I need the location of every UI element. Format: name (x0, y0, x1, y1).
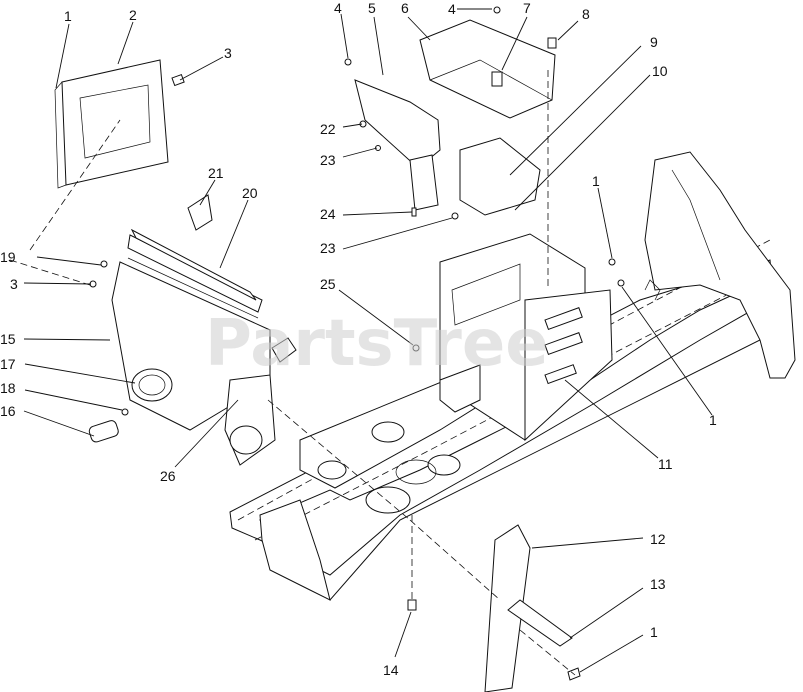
callout-5: 5 (368, 0, 376, 16)
callout-9: 9 (650, 34, 658, 50)
callout-21: 21 (208, 165, 224, 181)
callout-6: 6 (401, 0, 409, 16)
callout-15: 15 (0, 331, 16, 347)
callout-23: 23 (320, 240, 336, 256)
cover-panel-2 (54, 59, 169, 189)
callout-24: 24 (320, 206, 336, 222)
watermark-logo: PartsTree (205, 307, 549, 381)
bracket-assembly (354, 19, 556, 216)
callout-10: 10 (652, 63, 668, 79)
callout-17: 17 (0, 356, 16, 372)
callout-4: 4 (334, 0, 342, 16)
callout-25: 25 (320, 276, 336, 292)
alignment-lines (9, 70, 576, 676)
callout-1: 1 (650, 624, 658, 640)
callout-26: 26 (160, 468, 176, 484)
callouts: 1 2 3 4 4 5 6 7 8 9 10 1 21 20 22 23 24 … (0, 0, 717, 678)
callout-16: 16 (0, 403, 16, 419)
callout-7: 7 (523, 0, 531, 16)
leader-lines (23, 8, 713, 673)
callout-22: 22 (320, 121, 336, 137)
callout-3: 3 (224, 45, 232, 61)
callout-8: 8 (582, 6, 590, 22)
callout-1: 1 (592, 173, 600, 189)
callout-4: 4 (448, 1, 456, 17)
callout-14: 14 (383, 662, 399, 678)
callout-13: 13 (650, 576, 666, 592)
callout-23: 23 (320, 152, 336, 168)
callout-19: 19 (0, 249, 16, 265)
callout-11: 11 (658, 456, 673, 472)
callout-2: 2 (129, 7, 137, 23)
side-panel-15 (111, 234, 297, 466)
front-plate-12 (484, 524, 573, 692)
small-hardware (88, 6, 625, 681)
callout-20: 20 (242, 185, 258, 201)
callout-1: 1 (64, 8, 72, 24)
front-panel-11 (439, 233, 613, 442)
callout-18: 18 (0, 380, 16, 396)
callout-3: 3 (10, 276, 18, 292)
callout-1: 1 (709, 412, 717, 428)
callout-12: 12 (650, 531, 666, 547)
